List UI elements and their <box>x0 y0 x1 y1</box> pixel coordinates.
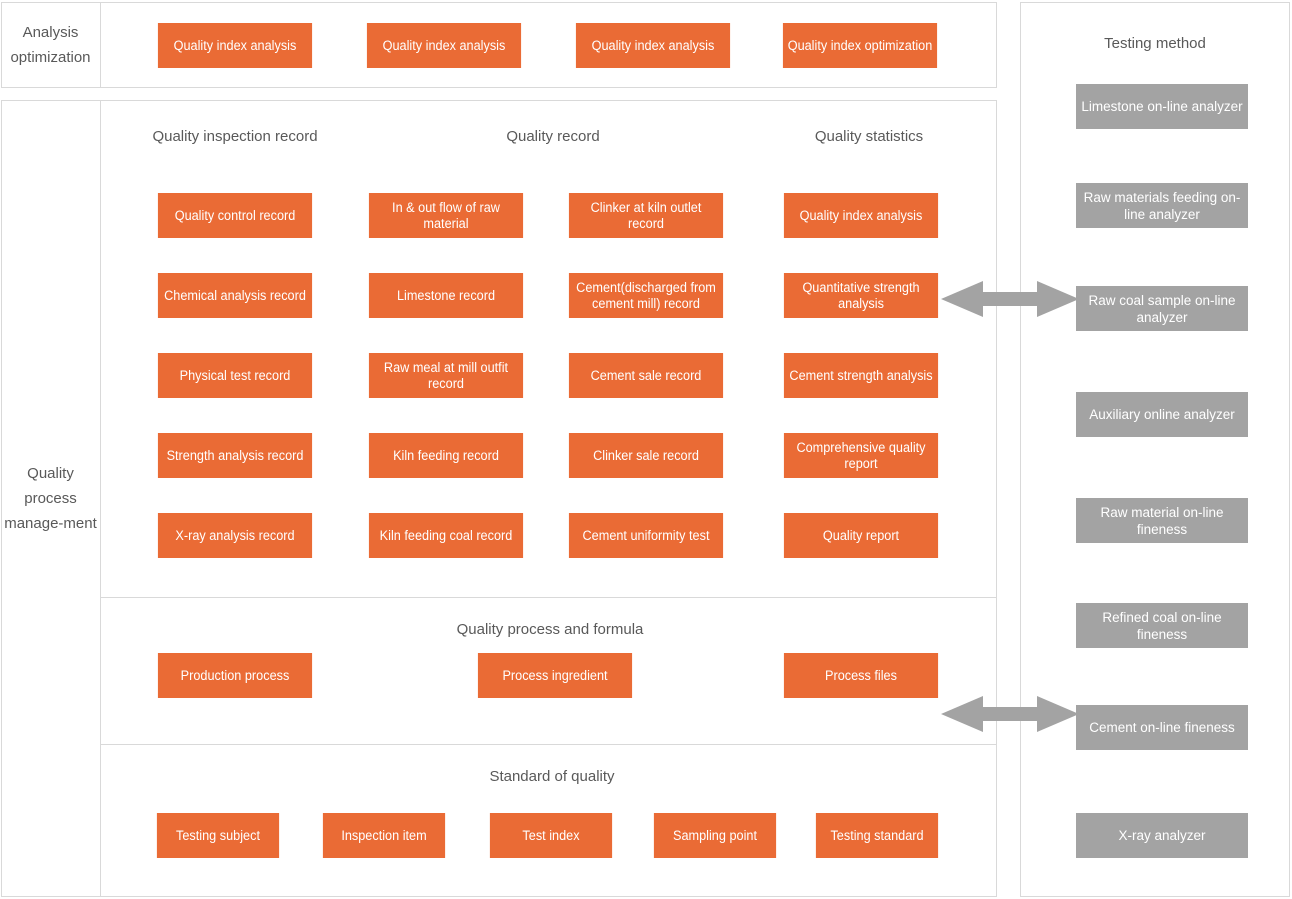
caption-quality-process-and-formula: Quality process and formula <box>456 621 644 638</box>
record-box-strength-analysis-record[interactable]: Strength analysis record <box>157 433 313 478</box>
statistics-box-quantitative-strength-analysis[interactable]: Quantitative strength analysis <box>783 273 939 318</box>
box-label: Quality index analysis <box>382 37 506 53</box>
box-label: Raw coal sample on-line analyzer <box>1088 292 1236 325</box>
box-label: Sampling point <box>673 827 757 843</box>
record-box-clinker-sale-record[interactable]: Clinker sale record <box>568 433 724 478</box>
process-box-process-files[interactable]: Process files <box>783 653 939 698</box>
box-label: Quality index analysis <box>799 207 923 223</box>
record-box-quality-control-record[interactable]: Quality control record <box>157 193 313 238</box>
record-box-cement-uniformity-test[interactable]: Cement uniformity test <box>568 513 724 558</box>
box-label: In & out flow of raw material <box>392 199 500 231</box>
box-label: Limestone on-line analyzer <box>1081 99 1243 114</box>
box-label: Chemical analysis record <box>164 287 306 303</box>
box-label: Raw materials feeding on-line analyzer <box>1083 189 1241 222</box>
standard-box-testing-standard[interactable]: Testing standard <box>815 813 939 858</box>
process-box-production-process[interactable]: Production process <box>157 653 313 698</box>
statistics-box-quality-report[interactable]: Quality report <box>783 513 939 558</box>
box-label: Process ingredient <box>502 667 608 683</box>
top-box-quality-index-analysis-1[interactable]: Quality index analysis <box>157 23 313 68</box>
record-box-clinker-at-kiln-outlet-record[interactable]: Clinker at kiln outlet record <box>568 193 724 238</box>
double-arrow-process-files-to-cement-on-line-fineness <box>941 696 1079 732</box>
testing-box-raw-materials-feeding-on-line-analyzer[interactable]: Raw materials feeding on-line analyzer <box>1076 183 1248 228</box>
record-box-cement-sale-record[interactable]: Cement sale record <box>568 353 724 398</box>
top-box-quality-index-optimization[interactable]: Quality index optimization <box>782 23 938 68</box>
top-box-quality-index-analysis-2[interactable]: Quality index analysis <box>366 23 522 68</box>
testing-method-panel <box>1020 2 1290 897</box>
box-label: Quality index optimization <box>787 37 933 53</box>
statistics-box-comprehensive-quality-report[interactable]: Comprehensive quality report <box>783 433 939 478</box>
box-label: Inspection item <box>341 827 427 843</box>
testing-box-raw-material-on-line-fineness[interactable]: Raw material on-line fineness <box>1076 498 1248 543</box>
box-label: Quality control record <box>174 207 296 223</box>
record-box-in-and-out-flow-of-raw-material[interactable]: In & out flow of raw material <box>368 193 524 238</box>
box-label: Cement uniformity test <box>582 527 710 543</box>
analysis-optimization-label: Analysis optimization <box>10 24 91 66</box>
box-label: Kiln feeding record <box>393 447 499 463</box>
box-label: Quality index analysis <box>173 37 297 53</box>
box-label: Raw material on-line fineness <box>1100 504 1224 537</box>
box-label: Physical test record <box>179 367 291 383</box>
record-box-limestone-record[interactable]: Limestone record <box>368 273 524 318</box>
box-label: Raw meal at mill outfit record <box>383 359 509 391</box>
box-label: Comprehensive quality report <box>796 439 926 471</box>
box-label: Cement(discharged from cement mill) reco… <box>576 279 716 311</box>
testing-box-cement-on-line-fineness[interactable]: Cement on-line fineness <box>1076 705 1248 750</box>
standard-box-testing-subject[interactable]: Testing subject <box>156 813 280 858</box>
record-box-x-ray-analysis-record[interactable]: X-ray analysis record <box>157 513 313 558</box>
record-box-chemical-analysis-record[interactable]: Chemical analysis record <box>157 273 313 318</box>
standard-box-sampling-point[interactable]: Sampling point <box>653 813 777 858</box>
testing-box-refined-coal-on-line-fineness[interactable]: Refined coal on-line fineness <box>1076 603 1248 648</box>
caption-quality-inspection-record: Quality inspection record <box>152 128 318 145</box>
box-label: Strength analysis record <box>166 447 304 463</box>
box-label: Cement sale record <box>590 367 702 383</box>
box-label: Kiln feeding coal record <box>379 527 513 543</box>
top-box-quality-index-analysis-3[interactable]: Quality index analysis <box>575 23 731 68</box>
box-label: Cement on-line fineness <box>1089 720 1235 735</box>
caption-quality-statistics: Quality statistics <box>814 128 924 145</box>
double-arrow-quantitative-strength-to-raw-coal-sample <box>941 281 1079 317</box>
top-label-divider <box>100 2 101 88</box>
box-label: Clinker sale record <box>593 447 699 463</box>
record-box-physical-test-record[interactable]: Physical test record <box>157 353 313 398</box>
box-label: Refined coal on-line fineness <box>1102 609 1222 642</box>
box-label: Testing subject <box>176 827 260 843</box>
box-label: Quality report <box>822 527 900 543</box>
box-label: Production process <box>180 667 290 683</box>
quality-process-management-label: Quality process manage-ment <box>4 465 97 532</box>
testing-box-limestone-on-line-analyzer[interactable]: Limestone on-line analyzer <box>1076 84 1248 129</box>
standard-box-inspection-item[interactable]: Inspection item <box>322 813 446 858</box>
process-box-process-ingredient[interactable]: Process ingredient <box>477 653 633 698</box>
box-label: Quality index analysis <box>591 37 715 53</box>
caption-standard-of-quality: Standard of quality <box>489 768 615 785</box>
box-label: X-ray analysis record <box>175 527 295 543</box>
box-label: X-ray analyzer <box>1118 828 1206 843</box>
caption-quality-record: Quality record <box>506 128 600 145</box>
box-label: Cement strength analysis <box>789 367 933 383</box>
testing-box-x-ray-analyzer[interactable]: X-ray analyzer <box>1076 813 1248 858</box>
record-box-kiln-feeding-record[interactable]: Kiln feeding record <box>368 433 524 478</box>
testing-box-auxiliary-online-analyzer[interactable]: Auxiliary online analyzer <box>1076 392 1248 437</box>
main-label-divider <box>100 100 101 897</box>
box-label: Quantitative strength analysis <box>802 279 920 311</box>
records-process-divider <box>101 597 997 598</box>
box-label: Clinker at kiln outlet record <box>590 199 702 231</box>
box-label: Auxiliary online analyzer <box>1089 407 1235 422</box>
box-label: Limestone record <box>396 287 496 303</box>
box-label: Process files <box>825 667 897 683</box>
box-label: Test index <box>522 827 580 843</box>
process-standard-divider <box>101 744 997 745</box>
statistics-box-quality-index-analysis[interactable]: Quality index analysis <box>783 193 939 238</box>
record-box-raw-meal-at-mill-outfit-record[interactable]: Raw meal at mill outfit record <box>368 353 524 398</box>
testing-box-raw-coal-sample-on-line-analyzer[interactable]: Raw coal sample on-line analyzer <box>1076 286 1248 331</box>
box-label: Testing standard <box>830 827 924 843</box>
caption-testing-method: Testing method <box>1104 35 1206 52</box>
statistics-box-cement-strength-analysis[interactable]: Cement strength analysis <box>783 353 939 398</box>
record-box-cement-discharged-from-cement-mill-record[interactable]: Cement(discharged from cement mill) reco… <box>568 273 724 318</box>
record-box-kiln-feeding-coal-record[interactable]: Kiln feeding coal record <box>368 513 524 558</box>
standard-box-test-index[interactable]: Test index <box>489 813 613 858</box>
